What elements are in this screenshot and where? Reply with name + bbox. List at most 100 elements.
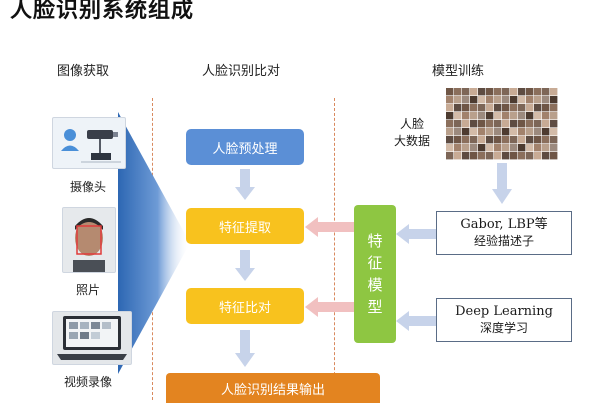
face-thumbnail xyxy=(454,120,462,128)
model-to-extraction-arrow xyxy=(305,217,355,237)
gabor-lbp-box: Gabor, LBP等 经验描述子 xyxy=(436,211,572,255)
face-thumbnail xyxy=(518,144,526,152)
face-thumbnail xyxy=(446,96,454,104)
face-thumbnail xyxy=(446,104,454,112)
face-preprocessing-box: 人脸预处理 xyxy=(186,129,304,165)
face-thumbnail xyxy=(486,112,494,120)
dataset-to-gabor-arrow xyxy=(492,163,512,204)
face-thumbnail xyxy=(518,136,526,144)
face-thumbnail xyxy=(462,104,470,112)
flow-arrow-3 xyxy=(235,330,255,367)
deep-learning-line2: 深度学习 xyxy=(479,321,528,335)
face-thumbnail xyxy=(454,144,462,152)
face-thumbnail xyxy=(542,96,550,104)
face-thumbnail xyxy=(462,136,470,144)
feature-comparison-box: 特征比对 xyxy=(186,288,304,324)
face-thumbnail xyxy=(486,104,494,112)
input-funnel-arrow xyxy=(118,112,190,374)
face-big-data-line2: 大数据 xyxy=(393,134,430,148)
face-thumbnail xyxy=(510,120,518,128)
face-thumbnail xyxy=(446,136,454,144)
face-thumbnail xyxy=(486,96,494,104)
face-thumbnail xyxy=(462,96,470,104)
face-thumbnail xyxy=(462,112,470,120)
face-thumbnail xyxy=(542,128,550,136)
face-thumbnail xyxy=(518,88,526,96)
face-thumbnail xyxy=(446,128,454,136)
gabor-to-model-arrow xyxy=(396,224,436,244)
face-thumbnail xyxy=(550,144,558,152)
face-thumbnail xyxy=(542,104,550,112)
face-thumbnail xyxy=(510,128,518,136)
column-heading-image-acquisition: 图像获取 xyxy=(57,64,110,79)
face-thumbnail xyxy=(462,88,470,96)
face-thumbnail xyxy=(526,136,534,144)
feature-model-char: 征 xyxy=(367,254,383,272)
face-thumbnail xyxy=(494,144,502,152)
video-label: 视频录像 xyxy=(63,375,112,389)
face-thumbnail xyxy=(502,104,510,112)
recognition-result-output-box: 人脸识别结果输出 xyxy=(166,373,380,403)
face-thumbnail xyxy=(550,136,558,144)
face-thumbnail xyxy=(478,152,486,160)
face-thumbnail xyxy=(470,96,478,104)
face-thumbnail xyxy=(550,88,558,96)
face-thumbnail xyxy=(550,112,558,120)
face-thumbnail xyxy=(454,104,462,112)
face-thumbnail xyxy=(550,104,558,112)
laptop-video xyxy=(57,316,127,360)
face-thumbnail xyxy=(518,112,526,120)
photo-label: 照片 xyxy=(75,283,100,297)
face-thumbnail xyxy=(502,152,510,160)
face-thumbnail xyxy=(534,120,542,128)
flow-arrow-2 xyxy=(235,250,255,281)
face-thumbnail xyxy=(534,104,542,112)
face-thumbnail xyxy=(518,96,526,104)
face-thumbnail xyxy=(446,112,454,120)
face-thumbnail xyxy=(454,136,462,144)
face-thumbnail xyxy=(478,144,486,152)
camera-source-image xyxy=(52,117,126,169)
face-thumbnail xyxy=(470,152,478,160)
face-thumbnail xyxy=(510,88,518,96)
face-thumbnail xyxy=(518,104,526,112)
face-thumbnail xyxy=(494,128,502,136)
face-thumbnail xyxy=(518,120,526,128)
face-thumbnail xyxy=(486,152,494,160)
face-thumbnail xyxy=(534,152,542,160)
face-thumbnail xyxy=(486,88,494,96)
face-thumbnail xyxy=(502,88,510,96)
face-thumbnail xyxy=(478,112,486,120)
face-thumbnail xyxy=(486,144,494,152)
face-thumbnail xyxy=(462,120,470,128)
face-thumbnail xyxy=(486,120,494,128)
face-thumbnail xyxy=(486,136,494,144)
face-thumbnail xyxy=(550,128,558,136)
face-thumbnail xyxy=(446,88,454,96)
feature-extraction-box: 特征提取 xyxy=(186,208,304,244)
deep-learning-to-model-arrow xyxy=(396,311,436,331)
face-thumbnail xyxy=(510,104,518,112)
face-thumbnail xyxy=(502,96,510,104)
face-thumbnail xyxy=(470,104,478,112)
camera-icon xyxy=(61,129,121,163)
face-thumbnail xyxy=(470,88,478,96)
face-thumbnail xyxy=(510,152,518,160)
face-thumbnail xyxy=(534,96,542,104)
face-thumbnail xyxy=(526,120,534,128)
face-thumbnail xyxy=(502,112,510,120)
face-thumbnail xyxy=(494,88,502,96)
face-thumbnail xyxy=(526,88,534,96)
face-thumbnail xyxy=(446,152,454,160)
face-thumbnail xyxy=(502,120,510,128)
face-thumbnail xyxy=(478,96,486,104)
page-title: 人脸识别系统组成 xyxy=(10,0,195,23)
face-thumbnail xyxy=(470,136,478,144)
face-thumbnail xyxy=(446,120,454,128)
face-thumbnail xyxy=(518,152,526,160)
model-to-comparison-arrow xyxy=(305,297,355,317)
face-thumbnail xyxy=(502,128,510,136)
column-heading-model-training: 模型训练 xyxy=(432,64,485,79)
face-thumbnail xyxy=(454,152,462,160)
face-thumbnail xyxy=(478,88,486,96)
